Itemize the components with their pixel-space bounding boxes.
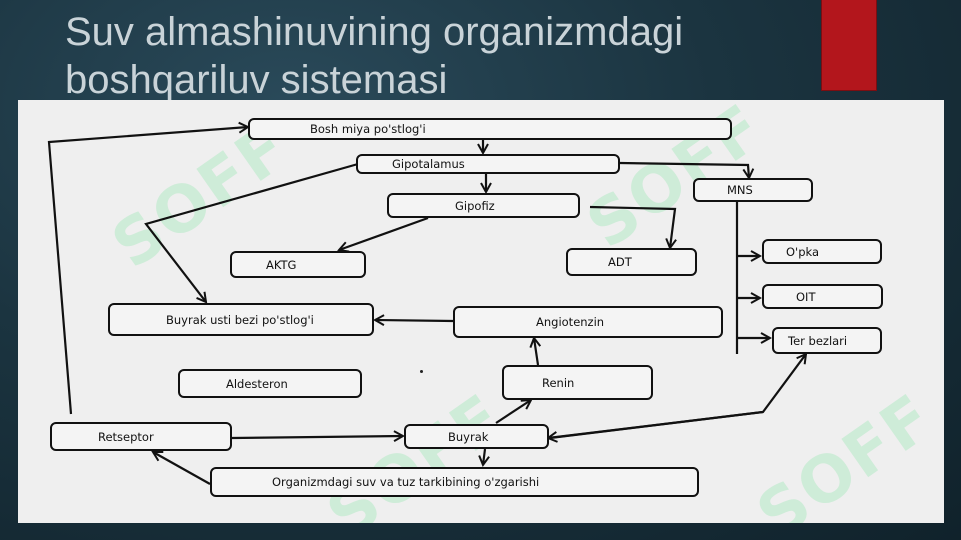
node-label: Renin (542, 375, 575, 390)
node-ozgarish: Organizmdagi suv va tuz tarkibining o'zg… (210, 467, 699, 497)
node-opka: O'pka (762, 239, 882, 264)
node-label: Aldesteron (226, 376, 288, 391)
diagram-connectors (47, 100, 944, 485)
node-renin: Renin (502, 365, 653, 400)
node-buyrak-usti: Buyrak usti bezi po'stlog'i (108, 303, 374, 336)
arrow-renin-to-angiotenzin (534, 338, 538, 366)
arrow-buyrak-to-renin (495, 400, 531, 424)
node-adt: ADT (566, 248, 697, 276)
diagram-panel: SOFF SOFF SOFF SOFF (18, 100, 944, 523)
arrow-angiotenzin-to-buyrak-usti (375, 320, 454, 321)
stray-dot (420, 370, 423, 373)
node-label: Gipofiz (455, 198, 495, 213)
node-label: ADT (608, 255, 632, 269)
node-gipofiz: Gipofiz (387, 193, 580, 218)
arrow-gipofiz-to-aktg (339, 216, 429, 250)
arrow-gipotalamus-to-mns (619, 161, 749, 178)
arrow-ter-bezlari-to-buyrak (548, 410, 764, 438)
node-label: Organizmdagi suv va tuz tarkibining o'zg… (272, 475, 540, 489)
arrow-gipofiz-to-adt (589, 205, 675, 248)
node-ter-bezlari: Ter bezlari (772, 327, 882, 354)
node-label: Bosh miya po'stlog'i (310, 122, 426, 136)
node-aktg: AKTG (230, 251, 366, 278)
node-label: MNS (727, 183, 753, 197)
arrow-retseptor-to-bosh-miya (47, 127, 248, 415)
arrow-ozgarish-to-retseptor (153, 452, 211, 485)
node-label: AKTG (266, 257, 297, 272)
accent-bar (822, 0, 876, 90)
node-label: O'pka (786, 244, 820, 259)
node-label: Buyrak usti bezi po'stlog'i (166, 312, 314, 327)
node-label: Angiotenzin (536, 315, 605, 329)
node-label: Buyrak (448, 429, 489, 444)
node-retseptor: Retseptor (50, 422, 232, 451)
arrow-gipotalamus-to-buyrak-usti (144, 162, 359, 302)
arrow-buyrak-to-ozgarish (483, 448, 485, 465)
node-gipotalamus: Gipotalamus (356, 154, 620, 174)
node-angiotenzin: Angiotenzin (453, 306, 723, 338)
slide-title: Suv almashinuvining organizmdagi boshqar… (65, 10, 684, 102)
node-label: OIT (796, 289, 816, 304)
node-mns: MNS (693, 178, 813, 202)
node-bosh-miya: Bosh miya po'stlog'i (248, 118, 732, 140)
node-oit: OIT (762, 284, 883, 309)
node-label: Retseptor (98, 429, 154, 444)
node-label: Ter bezlari (788, 333, 848, 348)
node-buyrak: Buyrak (404, 424, 549, 449)
node-label: Gipotalamus (392, 157, 465, 171)
arrow-retseptor-to-buyrak (231, 436, 403, 438)
node-aldesteron: Aldesteron (178, 369, 362, 398)
